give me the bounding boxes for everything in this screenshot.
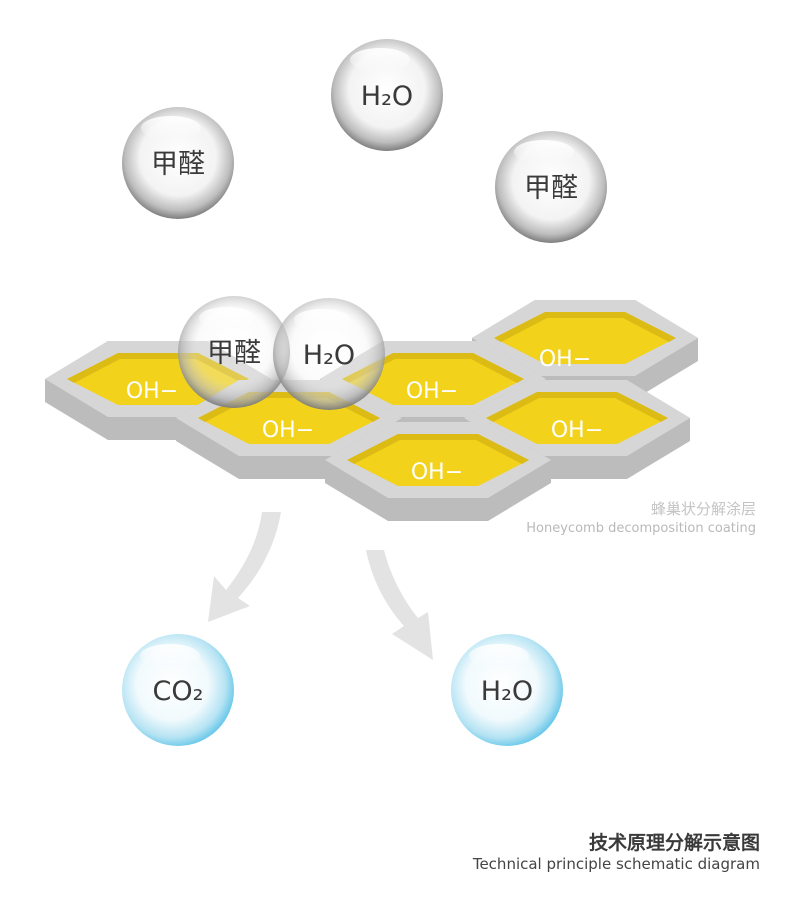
water-molecule-on-coating: H₂O: [273, 298, 385, 410]
molecule-label: 甲醛: [151, 149, 205, 180]
arrow-to-h2o-icon: [366, 550, 433, 660]
molecule-label: 甲醛: [207, 338, 261, 369]
oh-label: OH−: [406, 379, 458, 404]
formaldehyde-molecule-right: 甲醛: [495, 131, 607, 243]
formaldehyde-molecule-on-coating: 甲醛: [178, 296, 290, 408]
co2-molecule: CO₂: [122, 634, 234, 746]
formaldehyde-molecule-left: 甲醛: [122, 107, 234, 219]
oh-label: OH−: [411, 460, 463, 485]
molecule-label: H₂O: [303, 340, 355, 371]
water-molecule-top: H₂O: [331, 39, 443, 151]
oh-label: OH−: [126, 379, 178, 404]
coating-caption-cn: 蜂巢状分解涂层: [650, 500, 756, 518]
oh-label: OH−: [262, 418, 314, 443]
oh-label: OH−: [539, 347, 591, 372]
arrow-to-co2-icon: [208, 512, 281, 622]
oh-label: OH−: [551, 418, 603, 443]
molecule-label: 甲醛: [524, 173, 578, 204]
molecule-label: CO₂: [153, 676, 204, 707]
molecule-label: H₂O: [361, 81, 413, 112]
molecule-label: H₂O: [481, 676, 533, 707]
coating-caption-en: Honeycomb decomposition coating: [526, 521, 756, 536]
figure-title-cn: 技术原理分解示意图: [588, 832, 760, 854]
figure-title-en: Technical principle schematic diagram: [472, 855, 760, 873]
honeycomb-cell: OH−: [325, 422, 551, 521]
water-molecule-output: H₂O: [451, 634, 563, 746]
